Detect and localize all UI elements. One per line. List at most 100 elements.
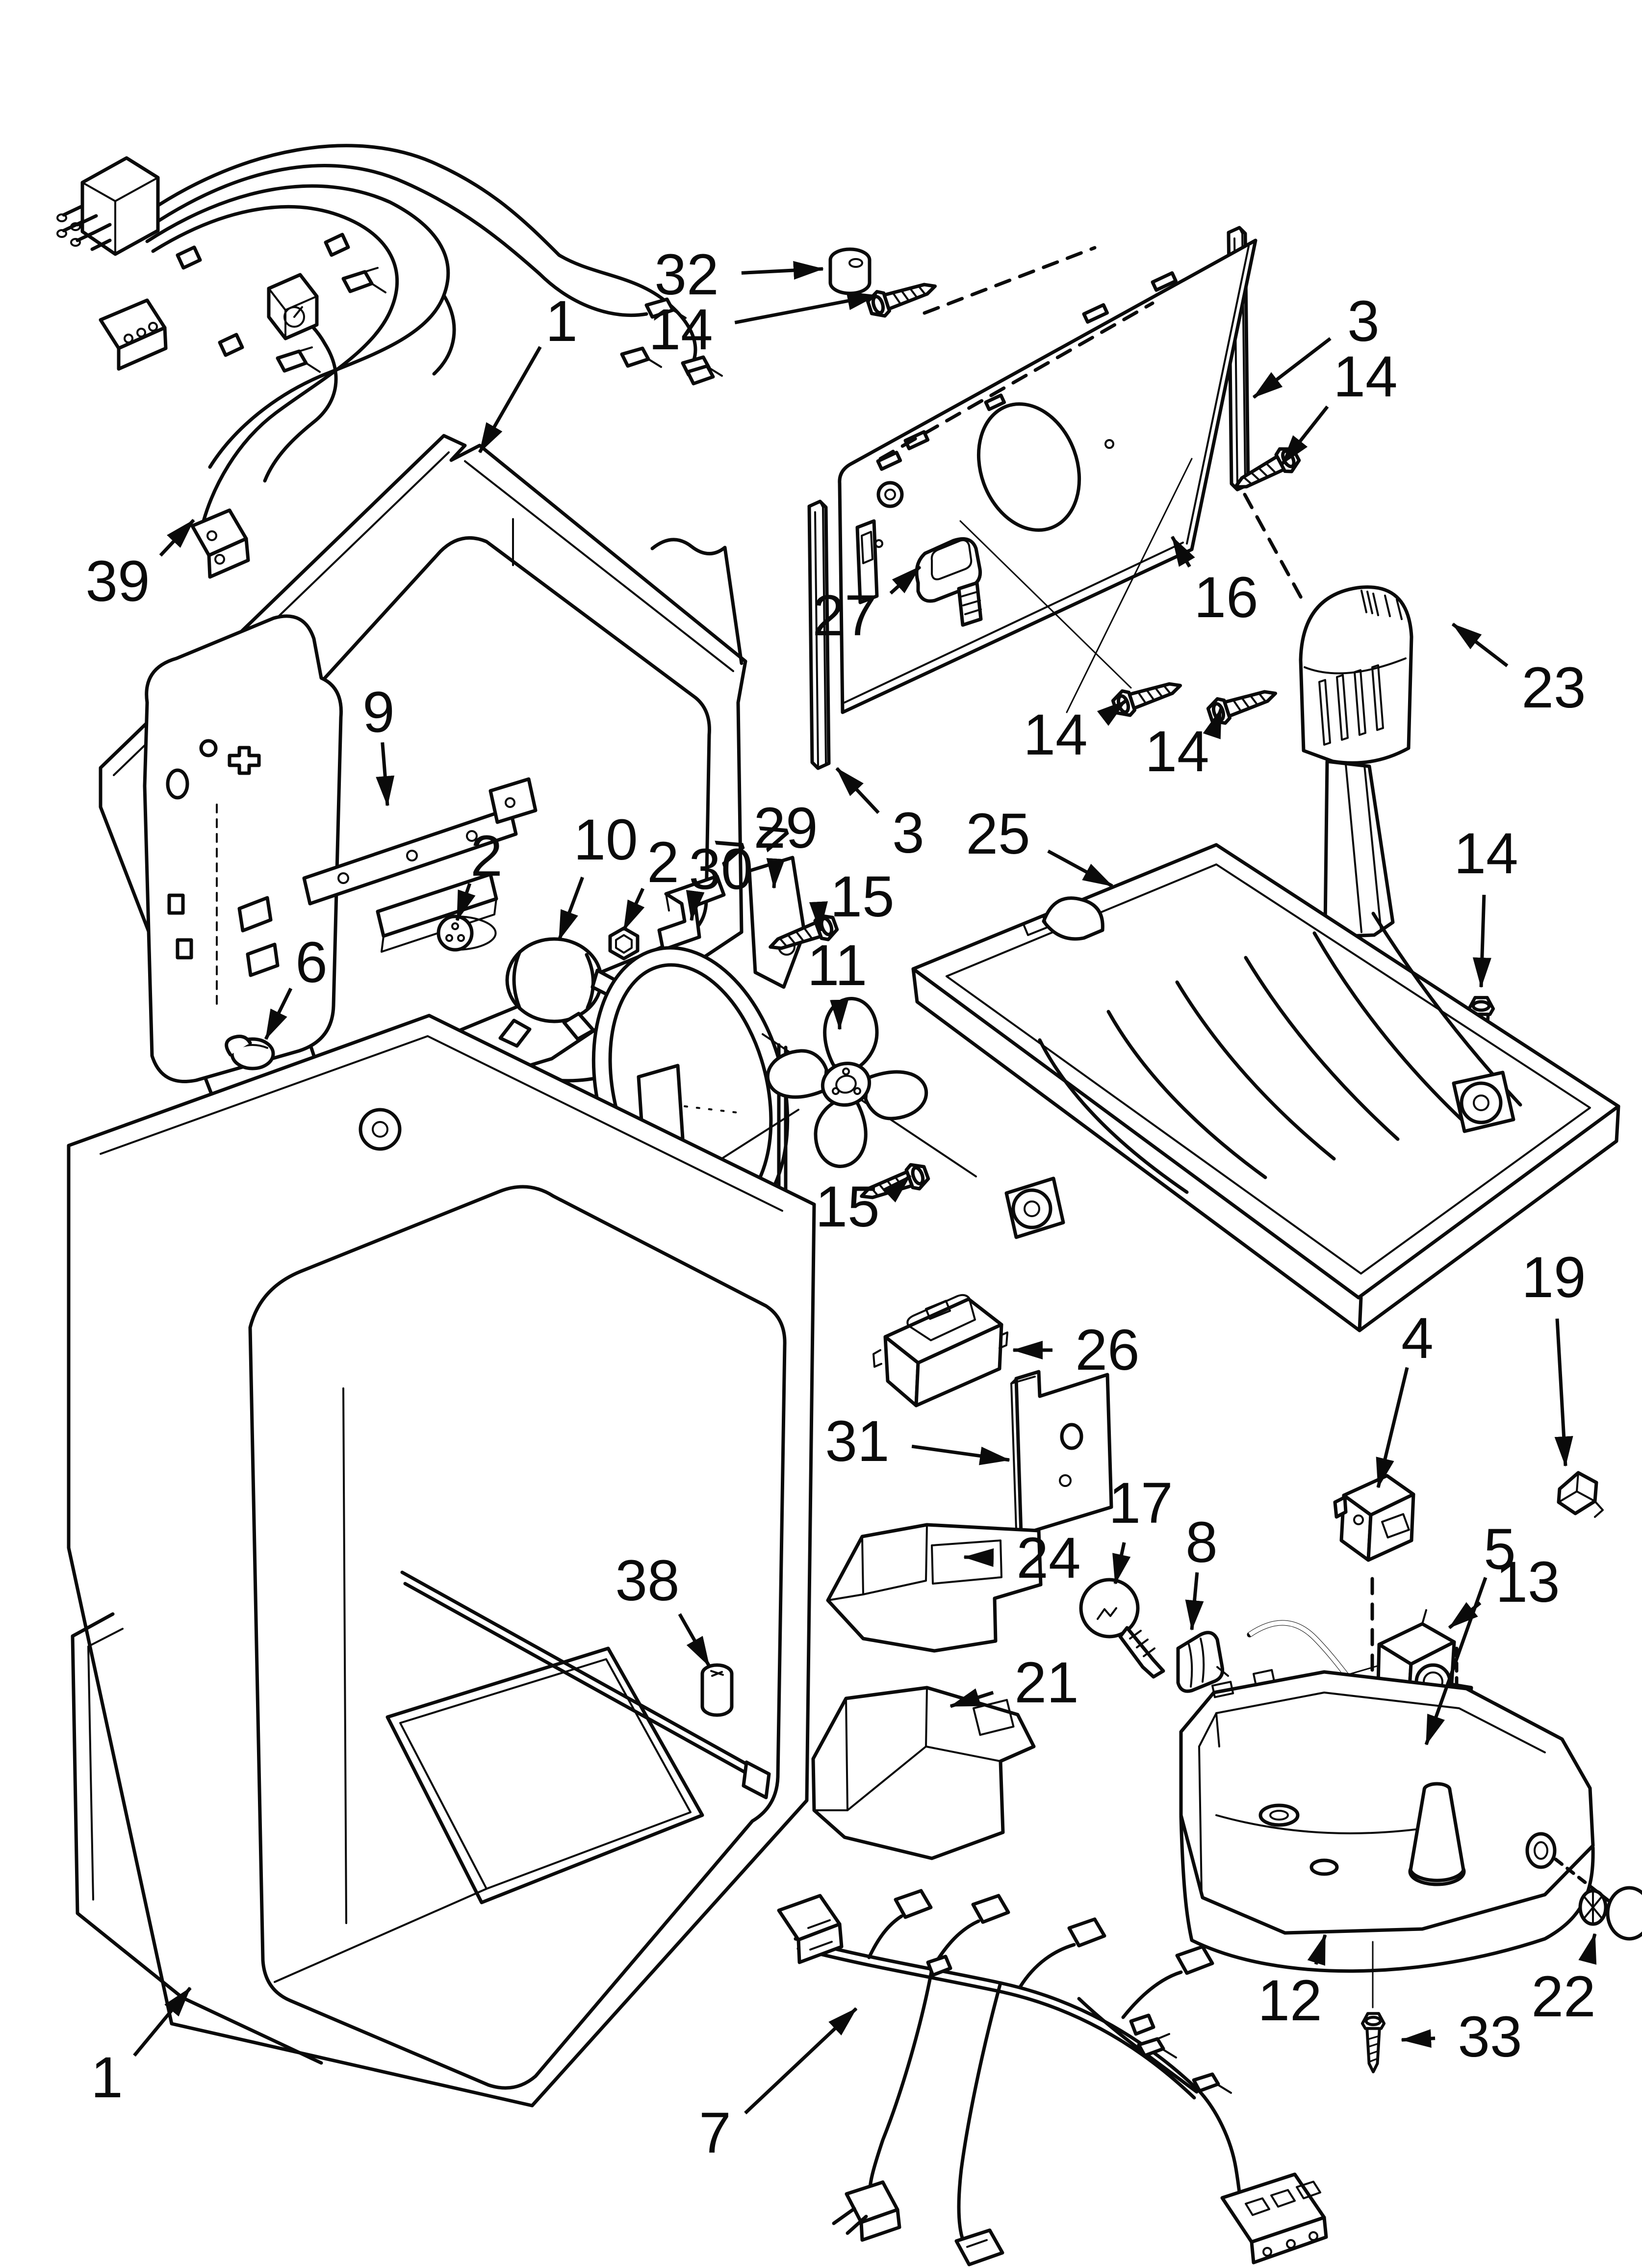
callout-24: 24 [963,1526,1081,1590]
callout-label-22: 22 [1531,1964,1595,2029]
callout-label-14: 14 [1454,821,1518,886]
callout-1: 1 [478,289,578,453]
callout-22: 22 [1531,1933,1597,2029]
callout-arrow-33 [1401,2029,1436,2048]
callout-14: 14 [1281,344,1398,466]
callout-label-27: 27 [812,583,876,648]
callout-label-3: 3 [1347,289,1380,354]
callout-33: 33 [1401,2005,1522,2069]
callout-arrow-3 [835,767,880,814]
callout-arrow-13 [1448,1601,1482,1629]
callout-arrow-15 [882,1174,912,1203]
callout-label-26: 26 [1075,1318,1139,1382]
callout-14: 14 [648,291,878,362]
callout-label-3: 3 [892,801,924,865]
callout-label-1: 1 [545,289,578,354]
callout-14: 14 [1145,707,1223,784]
part-fan-motor-mount-2 [436,914,497,952]
callout-31: 31 [825,1409,1010,1474]
callout-6: 6 [264,930,328,1040]
callout-9: 9 [362,680,395,807]
callout-3: 3 [835,767,924,865]
callout-label-8: 8 [1185,1510,1218,1575]
part-bulb-socket-8 [1176,1631,1229,1693]
callout-label-12: 12 [1257,1968,1322,2033]
callout-label-29: 29 [753,796,818,860]
callout-label-14: 14 [648,297,713,362]
callout-4: 4 [1376,1306,1434,1488]
callout-10: 10 [557,808,638,941]
callout-arrow-14 [1281,405,1329,466]
callout-label-23: 23 [1521,655,1586,720]
part-evaporator-cover-panel-16 [838,238,1257,714]
part-wire-harness-lower-7 [777,1889,1328,2267]
callout-label-13: 13 [1495,1550,1560,1615]
callout-arrow-10 [557,876,584,941]
callout-label-9: 9 [362,680,395,745]
callout-arrow-14 [734,291,878,324]
callout-label-2: 2 [647,830,679,895]
callout-32: 32 [654,242,824,307]
callout-label-17: 17 [1108,1471,1173,1536]
part-control-housing-12 [1179,1669,1612,2008]
callout-30: 30 [686,837,753,921]
callout-27: 27 [812,565,922,648]
callout-15: 15 [815,1174,912,1239]
callout-11: 11 [807,933,868,1030]
callout-arrow-38 [678,1613,711,1667]
callout-label-31: 31 [825,1409,889,1474]
callout-label-38: 38 [615,1548,679,1613]
callout-label-11: 11 [807,933,868,998]
callout-arrow-39 [159,519,195,557]
callout-arrow-9 [376,742,395,807]
part-drain-plug-38 [700,1663,734,1717]
callout-arrow-25 [1047,849,1113,888]
callout-label-30: 30 [689,837,753,902]
part-light-shield-upper-24 [826,1523,1043,1653]
callout-label-4: 4 [1401,1306,1434,1371]
callout-arrow-30 [686,890,705,921]
part-wire-harness-evaporator [56,144,723,579]
callout-label-19: 19 [1521,1245,1586,1310]
callout-26: 26 [1012,1318,1140,1382]
callout-label-16: 16 [1194,565,1258,630]
callout-39: 39 [85,519,195,614]
callout-label-15: 15 [830,864,894,929]
callout-arrow-17 [1112,1542,1131,1585]
part-control-knob-22 [1578,1886,1642,1941]
callout-arrow-6 [264,988,293,1040]
callout-29: 29 [753,796,818,889]
callout-21: 21 [949,1650,1079,1715]
callout-arrow-32 [741,261,824,280]
callout-arrow-31 [911,1444,1010,1465]
part-terminal-clip-19 [1557,1471,1604,1518]
part-refrigerator-liner [67,1014,816,2108]
part-grommet-6 [225,1035,275,1070]
callout-arrow-14 [1203,707,1223,739]
callout-arrow-11 [830,999,849,1030]
callout-15: 15 [809,864,895,932]
callout-25: 25 [966,802,1113,888]
callout-label-6: 6 [295,930,328,995]
callout-label-2: 2 [470,824,503,888]
callout-label-15: 15 [815,1174,879,1239]
part-screw-33 [1362,2013,1384,2072]
callout-label-14: 14 [1333,344,1397,409]
callout-arrow-14 [1097,699,1128,726]
callout-label-24: 24 [1016,1526,1080,1590]
callout-arrow-21 [949,1688,994,1708]
callout-19: 19 [1521,1245,1586,1467]
callout-arrow-23 [1451,623,1509,667]
callout-arrow-14 [1472,894,1491,988]
callout-label-1: 1 [91,2045,123,2110]
callout-label-25: 25 [966,802,1030,866]
callout-label-39: 39 [85,549,150,614]
part-motor-nut-2 [608,926,640,961]
part-defrost-timer-4 [1333,1474,1415,1740]
callout-2: 2 [622,830,679,931]
callout-arrow-24 [963,1548,994,1567]
part-mounting-plate-31 [1010,1370,1113,1537]
